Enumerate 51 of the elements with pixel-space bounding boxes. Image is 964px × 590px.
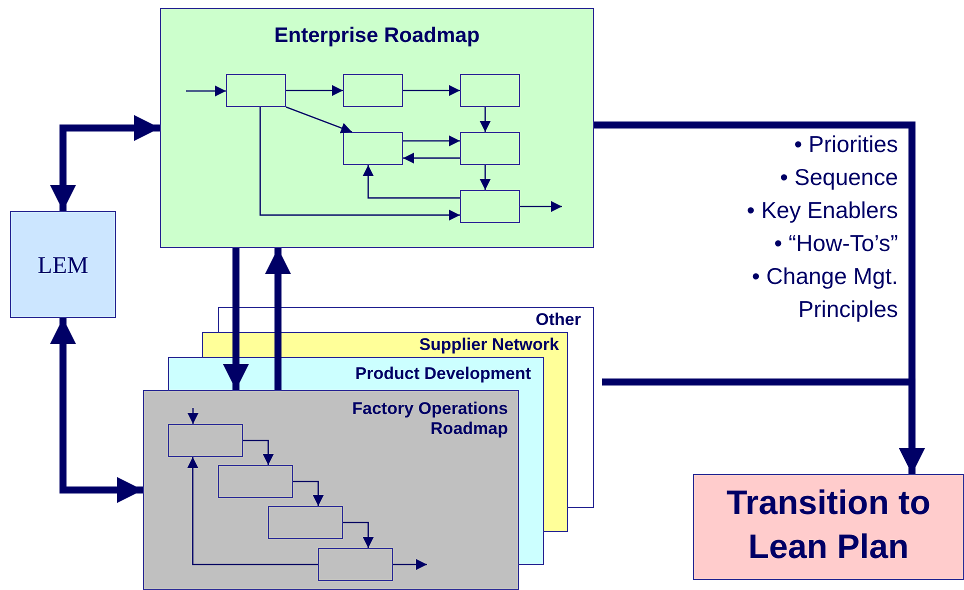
panel-title: Enterprise Roadmap <box>273 23 481 48</box>
process-box <box>268 506 342 538</box>
roadmap-card <box>290 357 544 390</box>
arrow <box>243 440 274 465</box>
arrow <box>293 480 324 506</box>
arrow <box>260 107 460 221</box>
arrow <box>186 86 226 96</box>
arrow <box>403 152 460 164</box>
model-box <box>10 211 116 318</box>
arrow <box>602 378 925 474</box>
arrow <box>480 165 491 190</box>
arrow <box>264 248 291 390</box>
arrow <box>480 107 491 132</box>
plan-box <box>693 474 964 580</box>
process-box <box>318 548 392 580</box>
arrow <box>50 115 160 211</box>
bullet-item: • “How-To’s” <box>773 229 898 258</box>
arrow <box>286 85 343 96</box>
arrow <box>520 201 562 212</box>
bullet-item: • Change Mgt. Principles <box>750 262 898 324</box>
roadmap-card <box>290 332 568 357</box>
process-box <box>226 74 286 106</box>
process-box <box>342 74 402 106</box>
arrow <box>343 522 374 548</box>
card-title: Product Development <box>355 364 531 384</box>
arrow <box>393 559 427 570</box>
arrow <box>188 408 198 424</box>
process-box <box>218 464 292 498</box>
arrow <box>403 85 460 96</box>
process-box <box>342 132 402 164</box>
bullet-item: • Sequence <box>778 163 898 192</box>
process-box <box>460 132 520 164</box>
roadmap-panel <box>160 8 594 248</box>
arrow <box>286 106 352 134</box>
roadmap-card <box>143 390 519 590</box>
arrow <box>187 457 318 566</box>
model-label: LEM <box>36 252 90 281</box>
arrow <box>222 248 249 390</box>
plan-title: Transition to Lean Plan <box>726 483 932 568</box>
roadmap-card <box>290 307 594 332</box>
card-title: Factory Operations Roadmap <box>351 399 508 439</box>
process-box <box>168 424 242 456</box>
card-title: Supplier Network <box>419 335 559 355</box>
bullet-item: • Key Enablers <box>746 196 898 225</box>
arrow <box>362 165 460 199</box>
bullet-item: • Priorities <box>793 130 898 159</box>
card-title: Other <box>536 310 581 330</box>
process-box <box>460 190 520 222</box>
arrow <box>403 135 460 146</box>
arrow <box>50 318 143 503</box>
process-box <box>460 74 520 106</box>
